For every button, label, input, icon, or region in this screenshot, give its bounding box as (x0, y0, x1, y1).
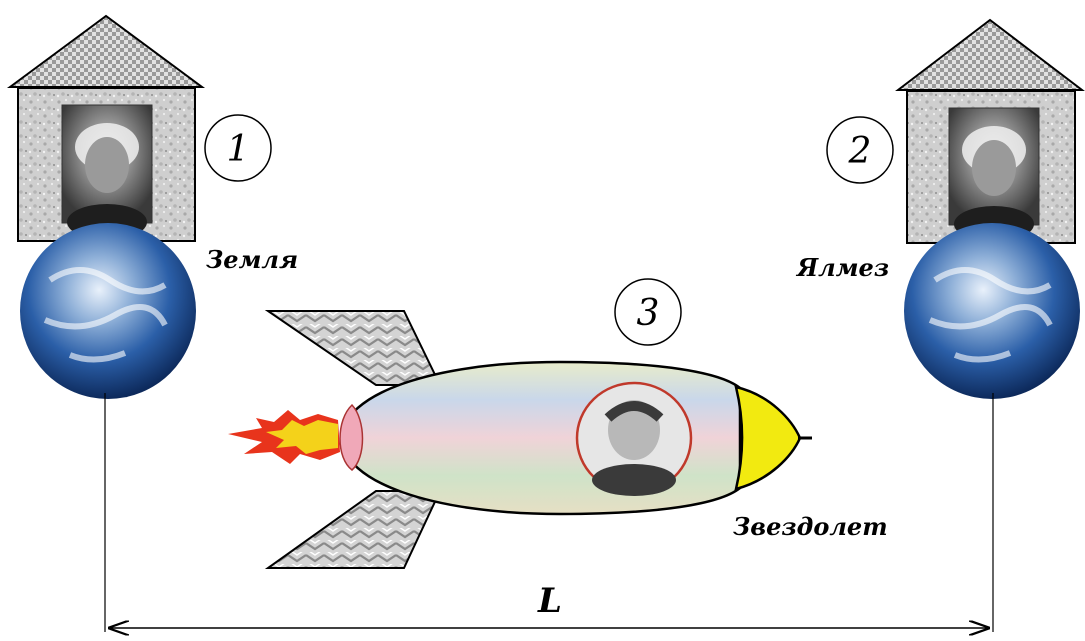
marker-1: 1 (204, 114, 272, 182)
earth-right (904, 223, 1080, 399)
young-einstein-porthole (575, 381, 693, 496)
label-zemlya: Земля (206, 245, 298, 274)
rocket (228, 310, 812, 569)
label-zvezdolet: Звездолет (733, 512, 888, 541)
rocket-nose (734, 385, 802, 491)
rocket-top-fin (264, 310, 442, 386)
label-distance: L (537, 581, 562, 621)
einstein-portrait-left (61, 104, 153, 240)
marker-3: 3 (614, 278, 682, 346)
einstein-portrait-right (948, 107, 1040, 242)
rocket-bottom-fin (264, 490, 442, 569)
earth-right-clouds (928, 267, 1053, 363)
earth-left-clouds (43, 267, 168, 363)
left-house-roof (6, 14, 206, 88)
marker-2: 2 (826, 116, 894, 184)
right-house (895, 18, 1085, 244)
marker-2-label: 2 (848, 131, 872, 172)
earth-left (20, 223, 196, 399)
left-house (6, 14, 206, 242)
marker-1-label: 1 (227, 129, 250, 170)
rocket-tail-window (339, 403, 364, 471)
marker-3-label: 3 (637, 293, 660, 334)
label-yalmez: Ялмез (795, 253, 889, 282)
right-house-roof (895, 18, 1085, 91)
rocket-flame (228, 410, 340, 464)
